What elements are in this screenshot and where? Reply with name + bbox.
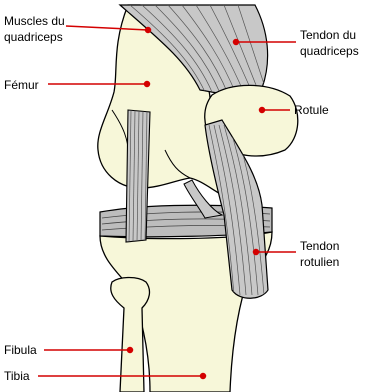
label-quadriceps-tendon: Tendon du quadriceps (300, 27, 359, 59)
label-patellar-tendon-line1: Tendon (300, 238, 339, 254)
label-femur: Fémur (4, 77, 39, 93)
label-patellar-tendon: Tendon rotulien (300, 238, 339, 270)
label-fibula: Fibula (4, 342, 37, 358)
label-tibia: Tibia (4, 368, 30, 384)
label-quadriceps-muscles: Muscles du quadriceps (4, 13, 65, 45)
label-quadriceps-muscles-line1: Muscles du (4, 13, 65, 29)
label-patellar-tendon-line2: rotulien (300, 254, 339, 270)
label-quadriceps-muscles-line2: quadriceps (4, 29, 65, 45)
label-patella: Rotule (294, 102, 329, 118)
label-quadriceps-tendon-line2: quadriceps (300, 43, 359, 59)
label-quadriceps-tendon-line1: Tendon du (300, 27, 359, 43)
